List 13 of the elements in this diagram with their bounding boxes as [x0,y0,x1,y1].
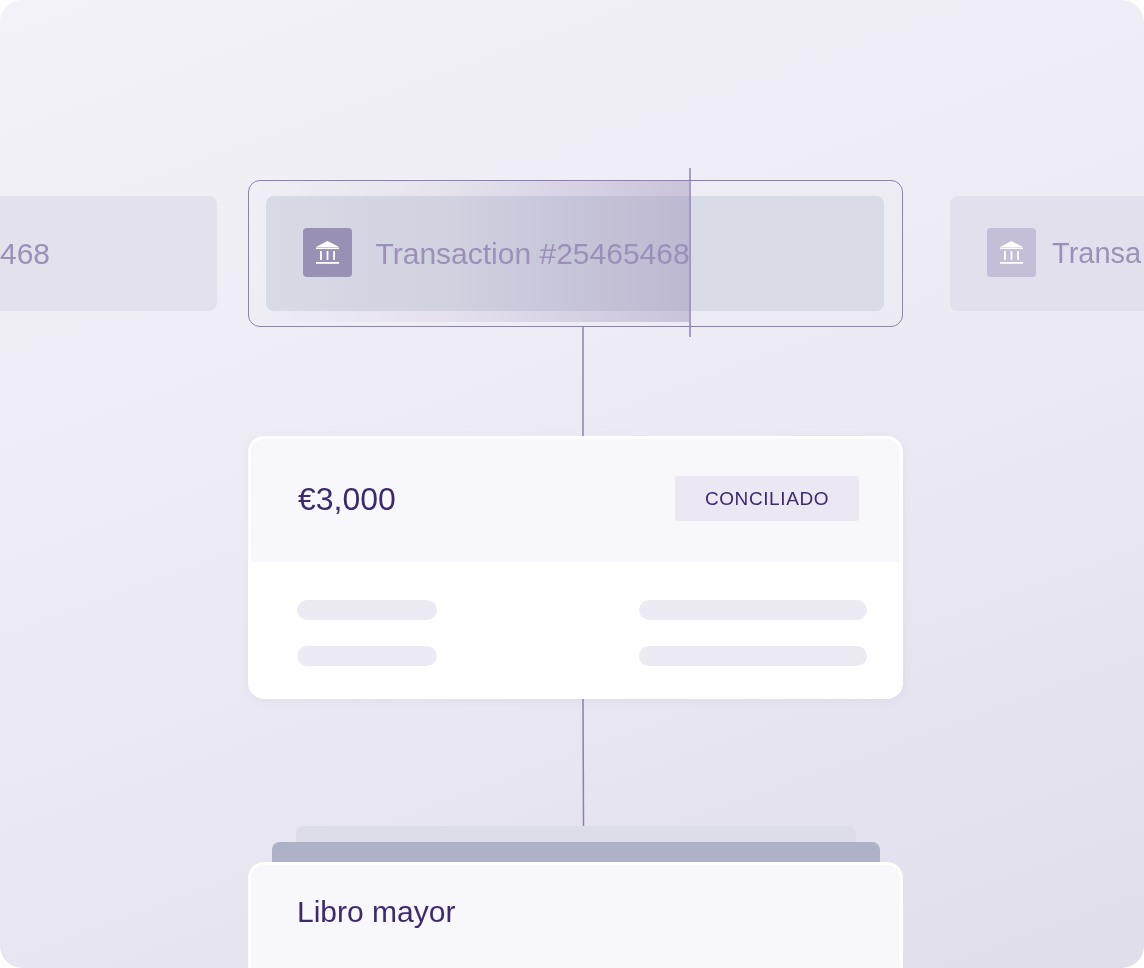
connector-line [582,698,585,827]
transaction-title: 468 [0,237,51,272]
selection-frame [248,180,903,327]
transaction-card [265,195,884,311]
status-badge: CONCILIADO [675,476,859,521]
ledger-title: Libro mayor [297,895,456,930]
transaction-title: Transa [1052,237,1142,271]
transaction-card [950,196,1144,311]
connector-line [582,326,584,437]
ledger-card [248,862,903,968]
transaction-title: Transaction #25465468 [375,236,690,271]
amount-card [248,436,903,699]
amount-text: €3,000 [298,481,396,518]
